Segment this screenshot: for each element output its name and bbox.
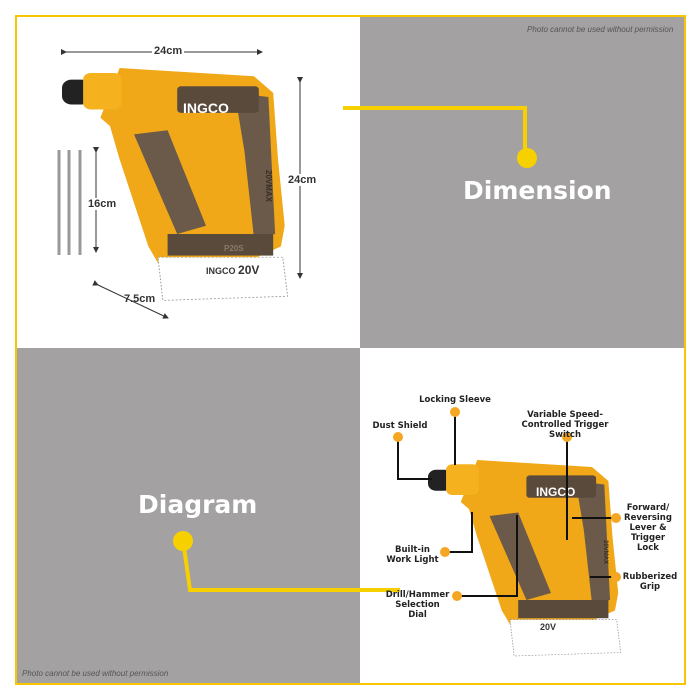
dimension-panel: [360, 17, 685, 348]
label-locking-sleeve: Locking Sleeve: [419, 395, 491, 405]
side-text-top: 20VMAX: [264, 170, 273, 203]
permission-notice-bottom: Photo cannot be used without permission: [22, 669, 169, 678]
label-rubberized-grip: Rubberized Grip: [622, 572, 678, 592]
bit-length-label: 16cm: [88, 198, 117, 210]
brand-logo-top: INGCO: [183, 100, 229, 116]
callout-lines: [397, 412, 615, 597]
height-label: 24cm: [288, 174, 317, 186]
label-trigger-switch: Variable Speed-Controlled Trigger Switch: [521, 410, 609, 440]
permission-notice-top: Photo cannot be used without permission: [527, 25, 674, 34]
battery-brand-top: INGCO 20V: [206, 263, 259, 277]
drill-bits: [57, 150, 82, 255]
label-forward-reverse: Forward/ Reversing Lever & Trigger Lock: [624, 503, 672, 553]
label-work-light: Built-in Work Light: [386, 545, 439, 565]
width-arrow: [92, 280, 169, 319]
dimension-title: Dimension: [463, 176, 612, 205]
diagram-panel: [17, 348, 360, 683]
battery-model-top: P20S: [224, 244, 244, 253]
width-label: 7.5cm: [124, 293, 156, 305]
side-text-diagram: 20VMAX: [602, 540, 608, 564]
hammer-drill-image-diagram: [427, 459, 622, 657]
label-selection-dial: Drill/Hammer Selection Dial: [385, 590, 450, 620]
battery-label-diagram: 20V: [540, 622, 556, 632]
dimension-connector: [343, 106, 527, 158]
dimension-dot: [517, 148, 537, 168]
label-dust-shield: Dust Shield: [372, 421, 428, 431]
diagram-connector: [181, 539, 400, 592]
length-label: 24cm: [152, 45, 185, 57]
yellow-frame: [15, 15, 686, 685]
diagram-dot: [173, 531, 193, 551]
diagram-title: Diagram: [138, 490, 258, 519]
callout-dots: [393, 407, 621, 601]
brand-logo-diagram: INGCO: [536, 485, 575, 499]
